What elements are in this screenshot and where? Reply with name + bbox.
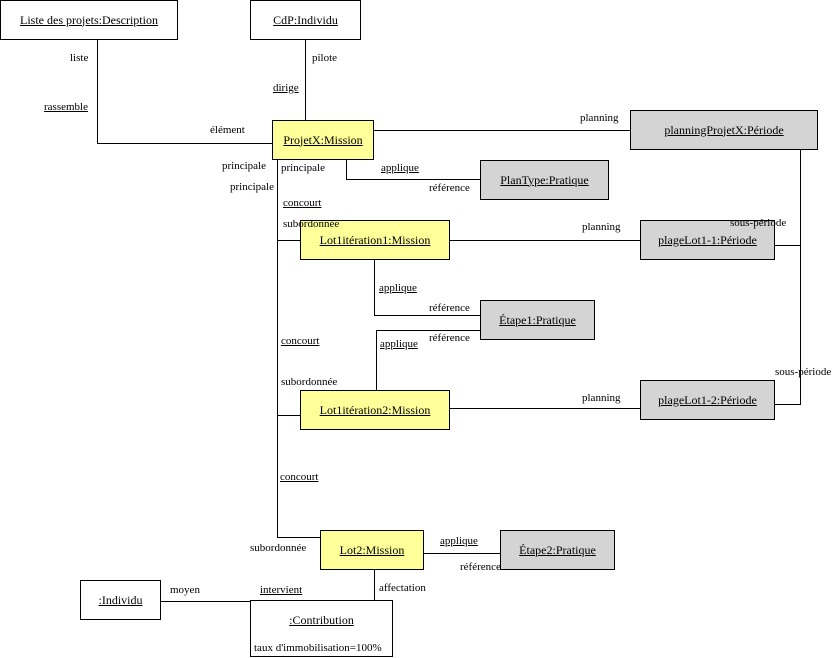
link-projetx-plantype xyxy=(346,160,481,180)
label-planning-2: planning xyxy=(582,221,621,233)
label-planning-1: planning xyxy=(580,112,619,124)
object-label: plageLot1-1:Période xyxy=(658,232,757,247)
link-spine xyxy=(277,160,321,538)
label-liste: liste xyxy=(70,52,89,64)
label-subordonnee-1: subordonnée xyxy=(283,218,340,230)
object-individu[interactable]: :Individu xyxy=(80,580,161,620)
object-label: ProjetX:Mission xyxy=(283,132,363,147)
object-etape2[interactable]: Étape2:Pratique xyxy=(500,530,615,570)
label-principale-b: principale xyxy=(281,162,325,174)
object-label: planningProjetX:Période xyxy=(664,122,784,137)
contribution-attribute: taux d'immobilisation=100% xyxy=(250,639,393,657)
object-label: Étape1:Pratique xyxy=(499,312,576,327)
label-principale-a: principale xyxy=(222,160,266,172)
object-liste-des-projets[interactable]: Liste des projets:Description xyxy=(0,0,178,40)
object-lot1-iteration2[interactable]: Lot1itération2:Mission xyxy=(300,390,450,430)
label-sous-periode-2: sous-période xyxy=(775,366,832,378)
object-label: Lot1itération2:Mission xyxy=(319,402,431,417)
link-lot2-etape1 xyxy=(376,330,481,390)
label-subordonnee-2: subordonnée xyxy=(281,376,338,388)
object-label: :Contribution xyxy=(289,612,354,627)
label-applique-3: applique xyxy=(380,338,418,350)
label-rassemble: rassemble xyxy=(44,101,88,113)
label-concourt-1: concourt xyxy=(283,197,322,209)
link-sous-periode-2 xyxy=(775,245,801,405)
label-subordonnee-3: subordonnée xyxy=(250,542,307,554)
object-label: PlanType:Pratique xyxy=(500,172,589,187)
label-sous-periode-1: sous-période xyxy=(730,217,787,229)
object-label: :Individu xyxy=(98,592,143,607)
link-lot1-etape1 xyxy=(374,260,481,316)
label-affectation: affectation xyxy=(379,582,426,594)
object-plagelot1-2[interactable]: plageLot1-2:Période xyxy=(640,380,775,420)
object-plantype[interactable]: PlanType:Pratique xyxy=(480,160,609,200)
object-contribution[interactable]: :Contribution xyxy=(250,600,393,640)
object-label: plageLot1-2:Période xyxy=(658,392,757,407)
label-reference-1: référence xyxy=(429,182,470,194)
object-planning-projetx[interactable]: planningProjetX:Période xyxy=(630,110,818,150)
label-moyen: moyen xyxy=(170,584,200,596)
object-label: CdP:Individu xyxy=(273,12,338,27)
object-plagelot1-1[interactable]: plageLot1-1:Période xyxy=(640,220,775,260)
label-principale-c: principale xyxy=(230,181,274,193)
label-element: élément xyxy=(210,124,245,136)
label-pilote: pilote xyxy=(312,52,338,64)
object-label: Lot2:Mission xyxy=(339,542,405,557)
label-applique-4: applique xyxy=(440,535,478,547)
object-label: Liste des projets:Description xyxy=(20,12,158,27)
label-applique-1: applique xyxy=(381,162,419,174)
object-label: Étape2:Pratique xyxy=(519,542,596,557)
object-label: Lot1itération1:Mission xyxy=(319,232,431,247)
label-concourt-2: concourt xyxy=(281,335,320,347)
object-etape1[interactable]: Étape1:Pratique xyxy=(480,300,595,340)
label-reference-4: référence xyxy=(460,561,501,573)
object-projetx[interactable]: ProjetX:Mission xyxy=(272,120,374,160)
object-cdp[interactable]: CdP:Individu xyxy=(250,0,361,40)
label-intervient: intervient xyxy=(260,584,303,596)
label-concourt-3: concourt xyxy=(280,471,319,483)
label-reference-2: référence xyxy=(429,302,470,314)
object-lot2[interactable]: Lot2:Mission xyxy=(320,530,424,570)
link-liste-projetx xyxy=(97,39,273,144)
label-reference-3: référence xyxy=(429,332,470,344)
label-planning-3: planning xyxy=(582,392,621,404)
object-lot1-iteration1[interactable]: Lot1itération1:Mission xyxy=(300,220,450,260)
link-sous-periode-1 xyxy=(775,150,801,246)
label-dirige: dirige xyxy=(273,82,299,94)
label-applique-2: applique xyxy=(379,282,417,294)
